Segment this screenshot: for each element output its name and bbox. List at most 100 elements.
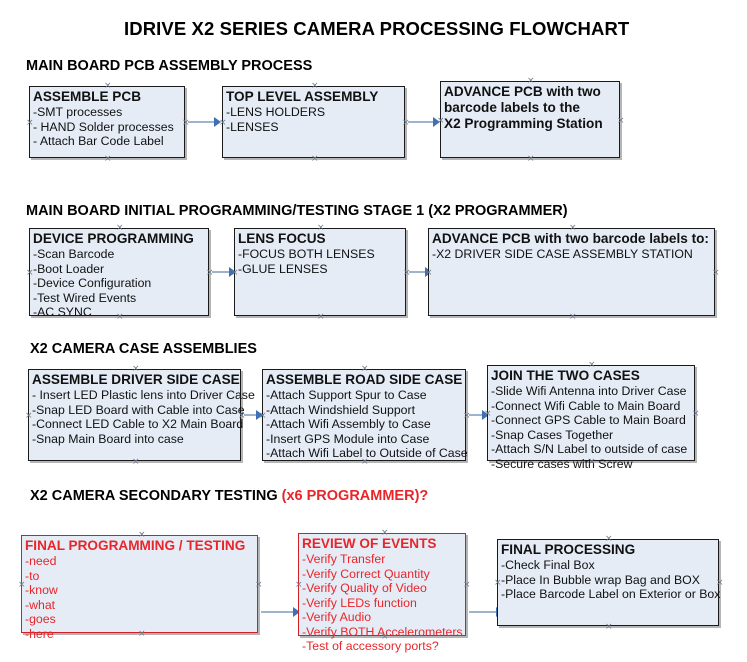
node-item: -Attach Windshield Support [266, 402, 416, 417]
section-heading-main-board-pcb-assembly-process: MAIN BOARD PCB ASSEMBLY PROCESS [26, 58, 313, 74]
connector-arrowhead [256, 410, 263, 420]
section-heading-text: X2 CAMERA SECONDARY TESTING [30, 488, 282, 504]
node-final-programming-testing[interactable]: FINAL PROGRAMMING / TESTING -need -to -k… [18, 535, 258, 641]
node-item: -Verify Quality of Video [302, 581, 427, 596]
node-item: -Connect GPS Cable to Main Board [491, 413, 686, 428]
node-item: -Attach Support Spur to Case [266, 388, 427, 403]
node-item: -Verify LEDs function [302, 595, 417, 610]
connector-device-programming-to-lens-focus [212, 271, 231, 273]
node-item: -goes [25, 612, 56, 627]
node-item: -Attach S/N Label to outside of case [491, 442, 688, 457]
connection-handle-bottom[interactable] [527, 156, 534, 163]
connection-handle-bottom[interactable] [605, 624, 612, 631]
node-item: -Attach Wifi Label to Outside of Case [266, 446, 468, 461]
node-item: -SMT processes [33, 105, 123, 120]
connection-handle-bottom[interactable] [104, 156, 111, 163]
node-item: -Insert GPS Module into Case [266, 431, 430, 446]
node-item: -know [25, 583, 58, 598]
node-item: -Attach Wifi Assembly to Case [266, 417, 431, 432]
node-assemble-road-side-case[interactable]: ASSEMBLE ROAD SIDE CASE -Attach Support … [262, 369, 468, 461]
node-heading: ASSEMBLE DRIVER SIDE CASE [32, 372, 240, 387]
node-item: -LENSES [226, 119, 279, 134]
node-item: -Device Configuration [33, 276, 152, 291]
node-item: -Test Wired Events [33, 290, 137, 305]
node-heading: REVIEW OF EVENTS [302, 536, 437, 551]
node-lens-focus[interactable]: LENS FOCUS -FOCUS BOTH LENSES -GLUE LENS… [234, 228, 406, 316]
node-item: -Place Barcode Label on Exterior or Box [501, 587, 721, 602]
node-join-the-two-cases[interactable]: JOIN THE TWO CASES -Slide Wifi Antenna i… [487, 365, 695, 471]
node-heading: ADVANCE PCB with two [444, 84, 601, 99]
connector-top-level-assembly-to-advance-pcb [408, 121, 435, 123]
node-advance-pcb-programming-station[interactable]: ADVANCE PCB with two barcode labels to t… [440, 81, 620, 158]
node-item: - Attach Bar Code Label [33, 134, 164, 149]
connection-handle-bottom[interactable] [311, 156, 318, 163]
node-item: - Insert LED Plastic lens into Driver Ca… [32, 388, 255, 403]
node-item: -Secure cases with Screw [491, 456, 633, 471]
node-item: -Verify Correct Quantity [302, 566, 430, 581]
node-assemble-pcb[interactable]: ASSEMBLE PCB -SMT processes - HAND Solde… [29, 86, 185, 158]
section-heading-main-board-initial-programming: MAIN BOARD INITIAL PROGRAMMING/TESTING S… [26, 203, 568, 219]
connection-handle-bottom[interactable] [317, 314, 324, 321]
node-assemble-driver-side-case[interactable]: ASSEMBLE DRIVER SIDE CASE - Insert LED P… [25, 369, 255, 461]
node-review-of-events[interactable]: REVIEW OF EVENTS -Verify Transfer -Verif… [295, 533, 466, 653]
connection-handle-right[interactable] [716, 580, 723, 587]
node-item: -Snap Main Board into case [32, 431, 184, 446]
node-item: -need [25, 554, 57, 569]
node-item: -GLUE LENSES [238, 261, 328, 276]
section-heading-x2-camera-secondary-testing: X2 CAMERA SECONDARY TESTING (x6 PROGRAMM… [30, 488, 428, 504]
page-title: IDRIVE X2 SERIES CAMERA PROCESSING FLOWC… [124, 18, 630, 39]
connection-handle-bottom[interactable] [132, 459, 139, 466]
node-heading: ASSEMBLE PCB [33, 89, 142, 104]
connector-arrowhead [229, 267, 236, 277]
section-heading-x2-camera-case-assemblies: X2 CAMERA CASE ASSEMBLIES [30, 341, 257, 357]
node-heading: ADVANCE PCB with two barcode labels to: [432, 231, 709, 246]
node-item: - HAND Solder processes [33, 119, 174, 134]
section-heading-accent: (x6 PROGRAMMER)? [281, 488, 429, 504]
node-item: -here [25, 626, 54, 641]
connection-handle-left[interactable] [494, 580, 501, 587]
connector-assemble-pcb-to-top-level-assembly [188, 121, 216, 123]
connection-handle-left[interactable] [26, 120, 33, 127]
connector-final-programming-to-review-of-events [261, 611, 295, 613]
node-item: -X2 DRIVER SIDE CASE ASSEMBLY STATION [432, 247, 693, 262]
node-heading: ASSEMBLE ROAD SIDE CASE [266, 372, 463, 387]
node-top-level-assembly[interactable]: TOP LEVEL ASSEMBLY -LENS HOLDERS -LENSES [222, 86, 405, 158]
connection-handle-bottom[interactable] [569, 314, 576, 321]
connection-handle-right[interactable] [692, 411, 699, 418]
node-item-overflow: -Test of accessory ports? [302, 639, 439, 654]
node-device-programming[interactable]: DEVICE PROGRAMMING -Scan Barcode -Boot L… [26, 228, 209, 319]
node-heading: JOIN THE TWO CASES [491, 368, 640, 383]
connector-arrowhead [293, 607, 300, 617]
node-item: -Verify Audio [302, 610, 372, 625]
connector-arrowhead [482, 410, 489, 420]
node-item: -Snap Cases Together [491, 427, 614, 442]
node-item: -Check Final Box [501, 558, 595, 573]
node-heading-line-2: barcode labels to the [444, 100, 580, 116]
node-heading: TOP LEVEL ASSEMBLY [226, 89, 379, 104]
node-heading: FINAL PROCESSING [501, 542, 636, 557]
node-item: -Scan Barcode [33, 247, 115, 262]
node-item: -Verify Transfer [302, 552, 386, 567]
connector-review-of-events-to-final-processing [469, 611, 498, 613]
node-item: -Place In Bubble wrap Bag and BOX [501, 572, 700, 587]
node-item: -LENS HOLDERS [226, 105, 326, 120]
connection-handle-right[interactable] [712, 270, 719, 277]
connection-handle-right[interactable] [255, 582, 262, 589]
connection-handle-left[interactable] [26, 270, 33, 277]
connector-arrowhead [214, 117, 221, 127]
node-item: -to [25, 568, 40, 583]
connection-handle-left[interactable] [18, 582, 25, 589]
node-advance-pcb-driver-side-case[interactable]: ADVANCE PCB with two barcode labels to: … [428, 228, 715, 316]
node-item: -Verify BOTH Accelerometers [302, 624, 463, 639]
connection-handle-right[interactable] [617, 118, 624, 125]
connection-handle-right[interactable] [463, 582, 470, 589]
connector-driver-side-to-road-side [244, 414, 258, 416]
node-item: -AC SYNC [33, 305, 92, 320]
connection-handle-left[interactable] [295, 582, 302, 589]
node-item: -Snap LED Board with Cable into Case [32, 402, 245, 417]
node-item: -Boot Loader [33, 261, 105, 276]
node-heading: LENS FOCUS [238, 231, 326, 246]
connection-handle-left[interactable] [25, 413, 32, 420]
node-final-processing[interactable]: FINAL PROCESSING -Check Final Box -Place… [494, 539, 721, 626]
